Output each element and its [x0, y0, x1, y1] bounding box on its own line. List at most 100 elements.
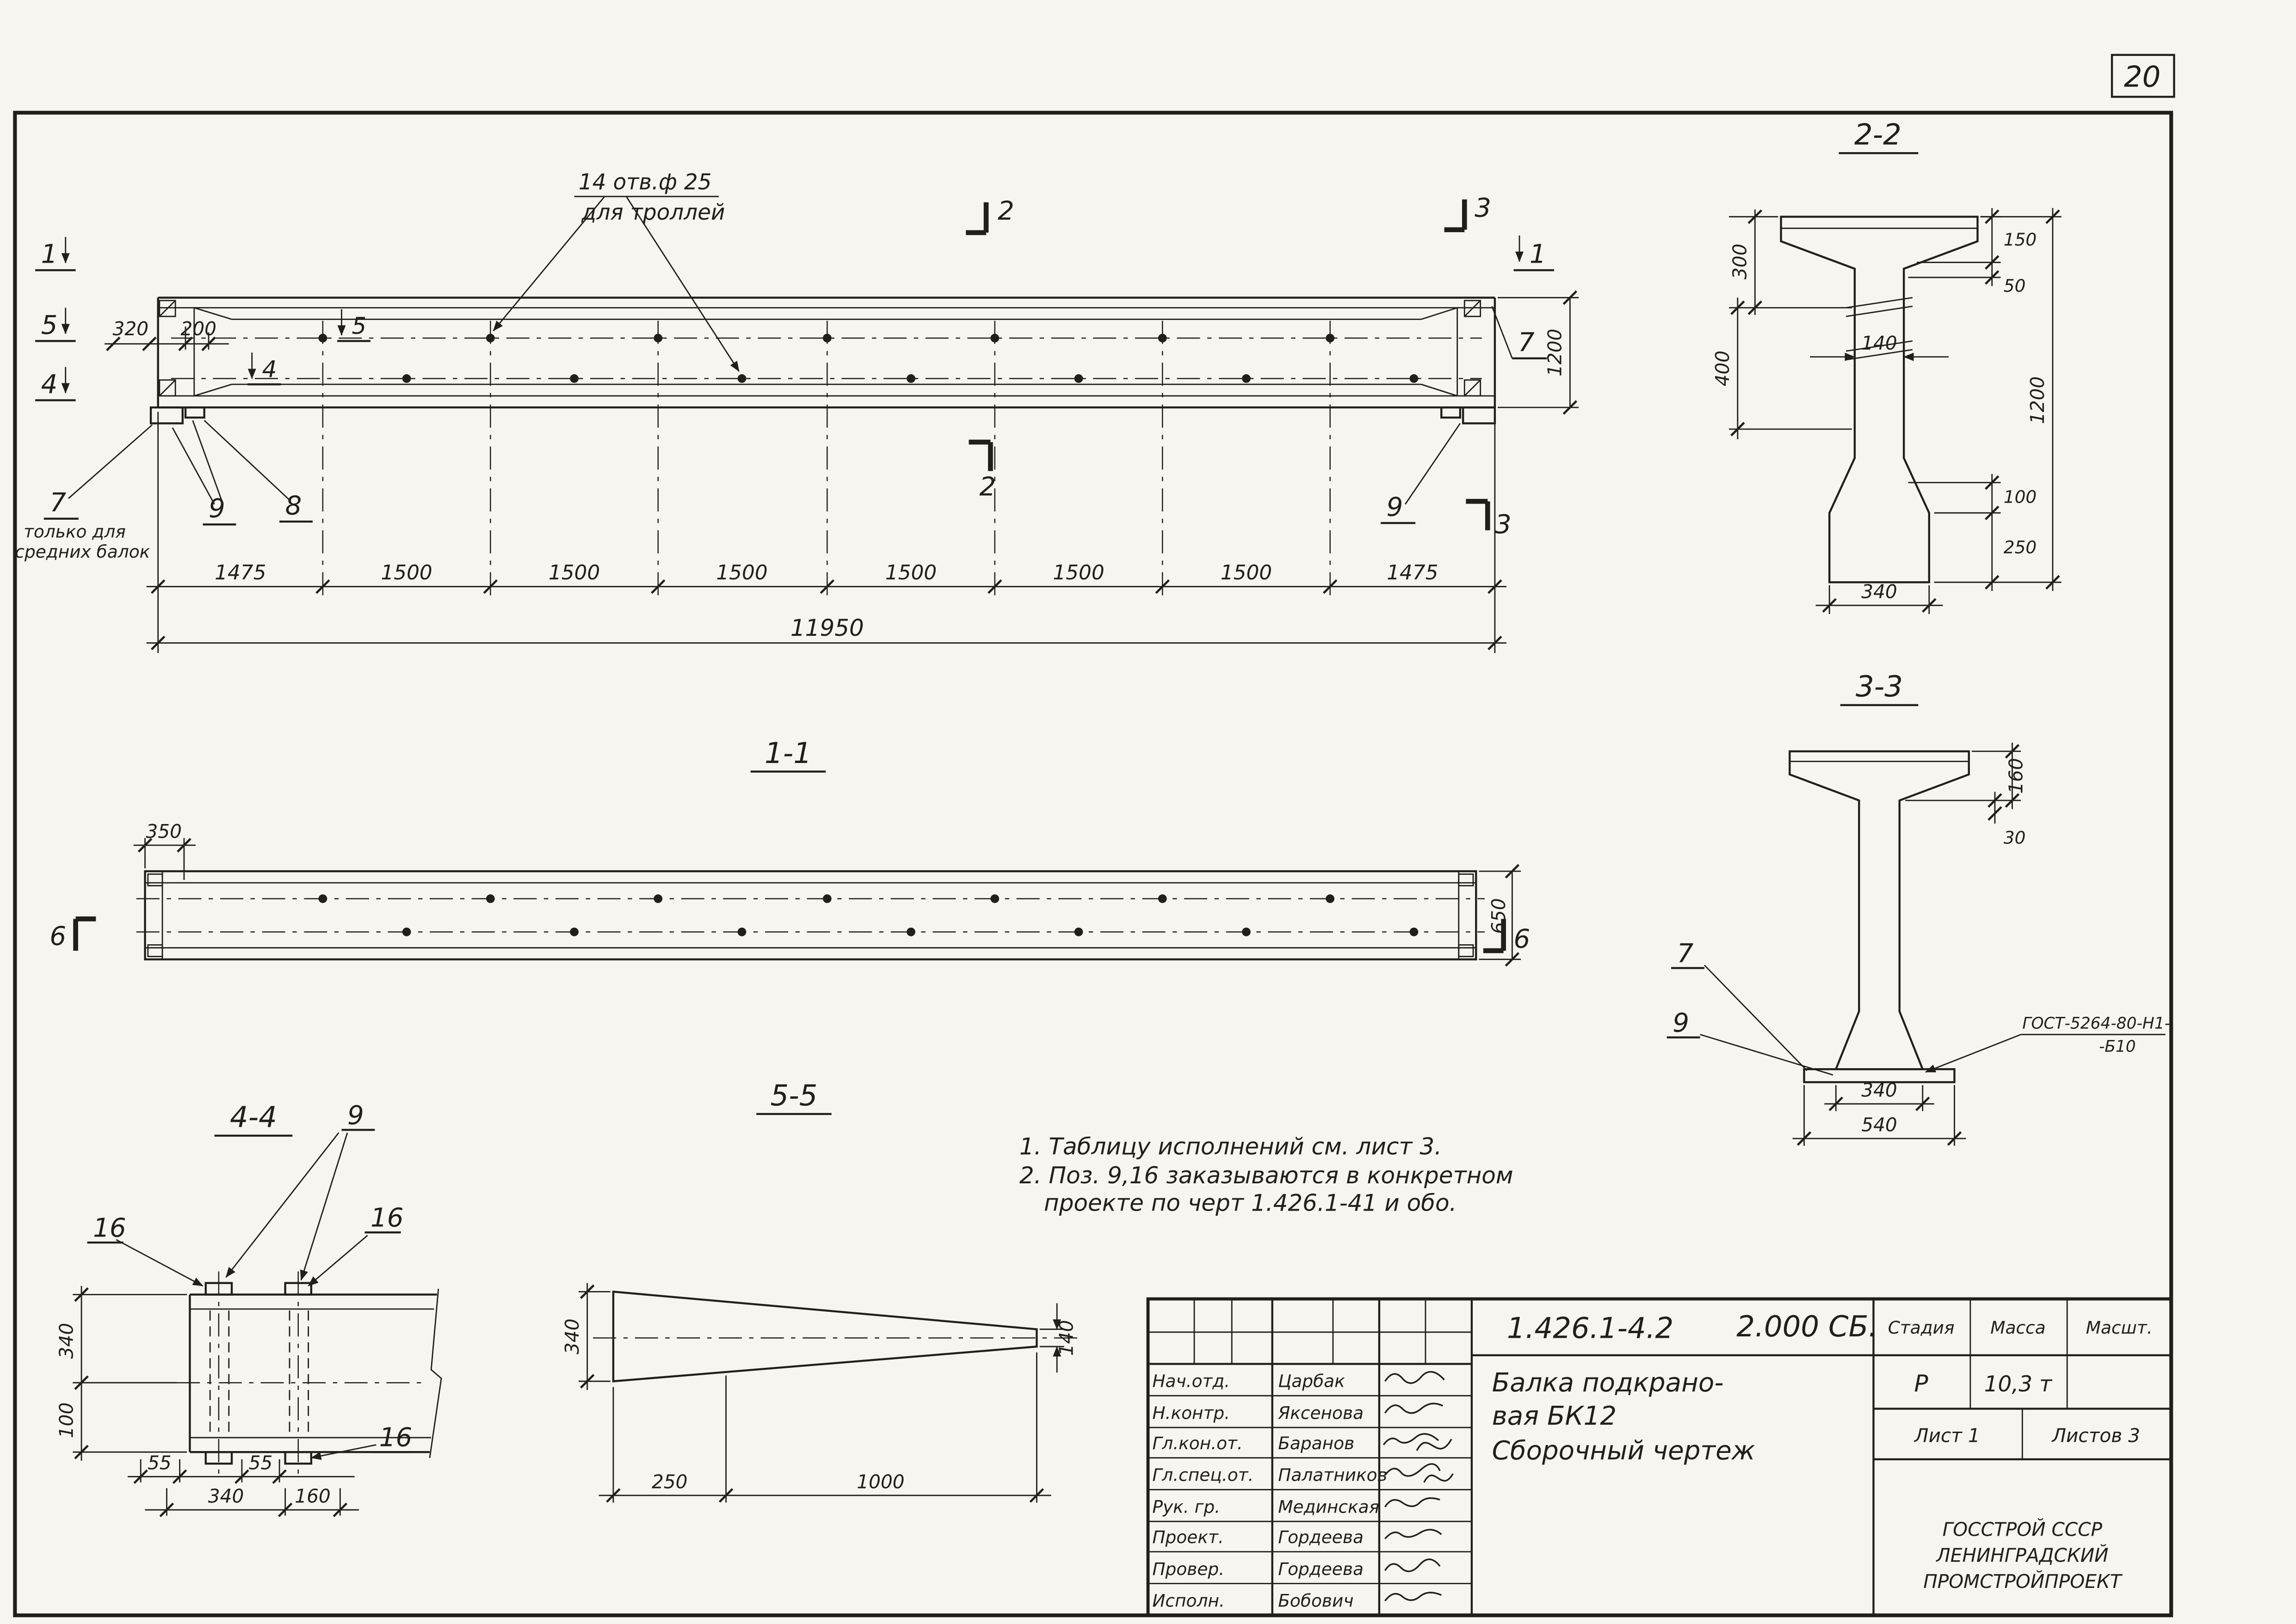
- plan-holes-upper: [318, 894, 1335, 903]
- sheet-number: 20: [2124, 60, 2161, 93]
- dim-chain-5: 1500: [885, 561, 937, 584]
- staff-role-4: Гл.спец.от.: [1152, 1465, 1253, 1485]
- staff-role-2: Н.контр.: [1152, 1403, 1230, 1423]
- dim-1200-elevation: 1200: [1544, 329, 1566, 376]
- cut-mark-6-left: 6: [49, 921, 66, 951]
- pos-label-16-b: 16: [370, 1203, 404, 1233]
- bolt-head: [204, 1282, 233, 1296]
- staff-role-6: Проект.: [1152, 1527, 1223, 1547]
- sheet-frame: 20: [13, 54, 2175, 1618]
- pos-label-7-s33: 7: [1677, 939, 1694, 969]
- pos-label-9-right: 9: [1387, 492, 1403, 522]
- drawing-title-line2: вая БК12: [1492, 1401, 1617, 1431]
- org-line-1: ГОССТРОЙ СССР: [1943, 1518, 2103, 1540]
- dim-150: 150: [2004, 229, 2037, 250]
- title-block: 1.426.1-4.2 2.000 СБ. Нач.отд. Царбак Н.…: [1146, 1297, 2173, 1617]
- dim-140: 140: [1861, 332, 1897, 354]
- staff-role-3: Гл.кон.от.: [1152, 1433, 1242, 1453]
- staff-name-4: Палатников: [1278, 1465, 1387, 1485]
- note-only-line1: только для: [24, 521, 126, 541]
- note-only-line2: средних балок: [15, 541, 150, 562]
- bolt-head: [204, 1451, 233, 1465]
- note-line-1: 1. Таблицу исполнений см. лист 3.: [1019, 1133, 1442, 1160]
- drawing-title-line1: Балка подкрано-: [1492, 1368, 1724, 1398]
- dim-100-s44: 100: [55, 1403, 77, 1439]
- dim-chain-2: 1500: [381, 561, 432, 584]
- pos-label-16-a: 16: [93, 1213, 126, 1243]
- notes: 1. Таблицу исполнений см. лист 3. 2. Поз…: [1019, 1133, 1513, 1217]
- mass-label: Масса: [1990, 1317, 2046, 1338]
- dim-340-s22: 340: [1861, 581, 1897, 603]
- dim-140-s55: 140: [1055, 1320, 1078, 1356]
- cut-mark-2-top: 2: [998, 196, 1014, 226]
- staff-name-6: Гордеева: [1278, 1527, 1364, 1547]
- staff-name-2: Яксенова: [1278, 1403, 1364, 1423]
- dim-total-length: 11950: [790, 615, 864, 641]
- dim-350: 350: [146, 820, 182, 843]
- note-line-3: проекте по черт 1.426.1-41 и обо.: [1044, 1189, 1457, 1216]
- staff-name-8: Бобович: [1278, 1591, 1353, 1611]
- section-3-3: 3-3 7 9 ГОСТ-5264-80-Н1- -Б10 160 30 340…: [1666, 670, 2170, 1146]
- elevation-callouts: 14 отв.ф 25 для троллей 1 5 4 1 5 4 2 2 …: [15, 170, 1554, 562]
- section-2-2: 2-2 300 400 140 150 50 100 250: [1711, 117, 2061, 614]
- section-4-4: 4-4 9 16 16 16 340 100: [55, 1100, 442, 1516]
- cut-mark-6-right: 6: [1514, 924, 1531, 954]
- stage-label: Стадия: [1888, 1317, 1955, 1338]
- dim-1000: 1000: [857, 1470, 904, 1493]
- sheet-label: Лист 1: [1913, 1424, 1980, 1446]
- mass-value: 10,3 т: [1984, 1372, 2053, 1397]
- dim-chain-6: 1500: [1053, 561, 1104, 584]
- bolt-head: [284, 1282, 313, 1296]
- staff-role-7: Провер.: [1152, 1559, 1224, 1579]
- dim-540: 540: [1861, 1114, 1897, 1136]
- section-2-2-title: 2-2: [1854, 117, 1901, 151]
- cut-mark-5-inner: 5: [352, 313, 366, 339]
- staff-role-5: Рук. гр.: [1152, 1496, 1220, 1517]
- org-line-3: ПРОМСТРОЙПРОЕКТ: [1923, 1570, 2123, 1593]
- dim-340-s55: 340: [561, 1318, 583, 1354]
- cut-mark-4-left: 4: [41, 369, 58, 400]
- dim-chain-4: 1500: [716, 561, 767, 584]
- dim-400: 400: [1711, 351, 1734, 387]
- dim-340-side: 340: [55, 1323, 77, 1359]
- section-3-3-title: 3-3: [1856, 670, 1903, 703]
- section-4-4-title: 4-4: [230, 1100, 277, 1134]
- note-line-2: 2. Поз. 9,16 заказываются в конкретном: [1019, 1162, 1513, 1189]
- section-5-5-title: 5-5: [770, 1078, 817, 1112]
- dim-160-s33: 160: [2005, 758, 2027, 794]
- bearing-foot-right: [1462, 406, 1496, 424]
- dim-100: 100: [2004, 486, 2037, 507]
- staff-name-3: Баранов: [1278, 1433, 1354, 1453]
- section-1-1: 1-1 350 650: [49, 736, 1530, 966]
- bearing-foot-left: [149, 406, 184, 424]
- weld-note-line1: ГОСТ-5264-80-Н1-: [2022, 1015, 2170, 1033]
- pos-label-7-left: 7: [49, 488, 66, 518]
- trolley-holes-lower: [402, 374, 1419, 383]
- bearing-pad-left: [184, 406, 205, 419]
- beam-elevation: [149, 296, 1496, 596]
- sheets-label: Листов 3: [2051, 1424, 2140, 1446]
- cut-mark-1-left: 1: [41, 240, 58, 270]
- doc-suffix: 2.000 СБ.: [1736, 1310, 1877, 1343]
- dim-55-b: 55: [249, 1452, 273, 1474]
- dim-1200-section: 1200: [2026, 376, 2049, 424]
- dim-30: 30: [2004, 828, 2026, 848]
- dim-300: 300: [1729, 244, 1751, 280]
- pos-label-7-right: 7: [1518, 327, 1535, 357]
- pos-label-9-s33: 9: [1673, 1008, 1689, 1038]
- section-5-5: 5-5 340 140 250 1000: [561, 1078, 1082, 1502]
- staff-role-1: Нач.отд.: [1152, 1371, 1230, 1391]
- pos-label-9-s44: 9: [347, 1101, 364, 1131]
- staff-role-8: Исполн.: [1152, 1591, 1224, 1611]
- drawing-title-line3: Сборочный чертеж: [1492, 1436, 1755, 1466]
- staff-name-7: Гордеева: [1278, 1559, 1364, 1579]
- signature-scribbles: [1383, 1371, 1454, 1602]
- dim-160-s44: 160: [295, 1485, 331, 1507]
- grid-lines: [322, 320, 1331, 596]
- cut-mark-3-top: 3: [1475, 193, 1491, 223]
- dim-chain-1: 1475: [215, 561, 266, 584]
- scale-label: Масшт.: [2086, 1317, 2153, 1338]
- dim-340-bottom: 340: [208, 1485, 244, 1507]
